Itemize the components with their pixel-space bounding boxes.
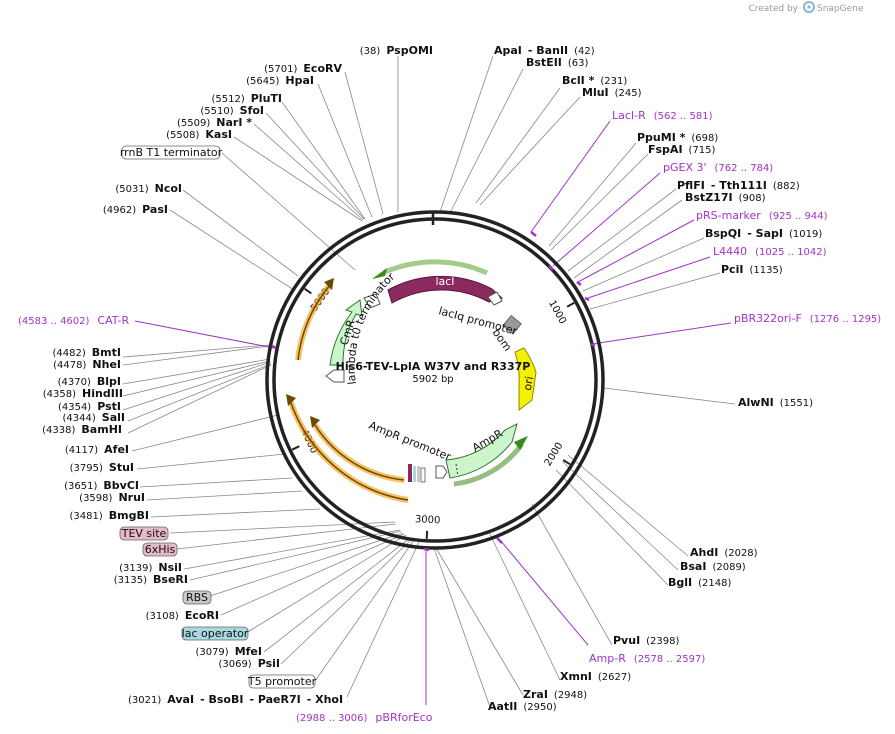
feature-box-rrnb[interactable]: rrnB T1 terminator: [120, 145, 223, 160]
enzyme-site-bgli[interactable]: BglI(2148): [668, 576, 731, 589]
primer-pgex3[interactable]: pGEX 3'(762 .. 784): [663, 161, 773, 174]
primer-marks: [271, 231, 596, 552]
enzyme-site-ecorv[interactable]: (5701)EcoRV: [264, 62, 342, 75]
enzyme-site-avai[interactable]: (3021)AvaI- BsoBI- PaeR7I- XhoI: [128, 693, 343, 706]
feature-lacI[interactable]: lacI: [372, 259, 503, 304]
tick-5000: [304, 287, 312, 295]
primer-amp-r[interactable]: Amp-R(2578 .. 2597): [589, 652, 705, 665]
tick-1000: [566, 302, 575, 308]
feature-his-tag-cluster[interactable]: [408, 464, 426, 483]
primer-pbrforeco[interactable]: (2988 .. 3006)pBRforEco: [296, 711, 433, 724]
feature-box-label-rbs: RBS: [186, 591, 208, 604]
feature-box-label-rrnb: rrnB T1 terminator: [120, 146, 223, 159]
enzyme-site-aatii[interactable]: AatII(2950): [488, 700, 557, 713]
enzyme-site-hpai[interactable]: (5645)HpaI: [246, 74, 314, 87]
enzyme-site-stui[interactable]: (3795)StuI: [70, 461, 134, 474]
plasmid-name: His6-TEV-LplA W37V and R337P: [336, 360, 531, 373]
feature-box-t5[interactable]: T5 promoter: [247, 674, 317, 689]
enzyme-site-bspqi[interactable]: BspQI- SapI(1019): [705, 227, 822, 240]
plasmid-length: 5902 bp: [412, 374, 453, 385]
enzyme-site-hindiii[interactable]: (4358)HindIII: [43, 387, 123, 400]
enzyme-site-ecori[interactable]: (3108)EcoRI: [146, 609, 219, 622]
feature-box-label-t5: T5 promoter: [247, 675, 317, 688]
enzyme-site-nhei[interactable]: (4478)NheI: [53, 358, 121, 371]
enzyme-site-bmti[interactable]: (4482)BmtI: [53, 346, 121, 359]
tick-marks: [291, 287, 575, 539]
primer-cat-r[interactable]: (4583 .. 4602)CAT-R: [18, 314, 129, 327]
tick-label-2000: 2000: [543, 441, 566, 468]
enzyme-site-ppumi[interactable]: PpuMI *(698): [637, 131, 718, 144]
tick-4000: [291, 445, 300, 451]
enzyme-site-ncoi[interactable]: (5031)NcoI: [115, 182, 182, 195]
feature-lacIq-promoter[interactable]: [487, 291, 503, 306]
credit-prefix: Created by: [748, 4, 798, 14]
enzyme-site-bseri[interactable]: (3135)BseRI: [114, 573, 188, 586]
feature-box-his[interactable]: 6xHis: [142, 542, 178, 557]
primer-pbr322ori-f[interactable]: pBR322ori-F(1276 .. 1295): [734, 312, 881, 325]
ampR-promoter-label: AmpR promoter: [367, 419, 453, 464]
enzyme-site-nari[interactable]: (5509)NarI *: [177, 116, 252, 129]
enzyme-site-ahdi[interactable]: AhdI(2028): [690, 546, 758, 559]
primer-labels: LacI-R(562 .. 581) pGEX 3'(762 .. 784) pRS…: [18, 109, 881, 724]
primer-prs-marker[interactable]: pRS-marker(925 .. 944): [696, 209, 828, 222]
enzyme-site-bbvci[interactable]: (3651)BbvCI: [64, 479, 139, 492]
feature-bom[interactable]: [502, 314, 522, 335]
enzyme-site-kasi[interactable]: (5508)KasI: [166, 128, 232, 141]
enzyme-site-sali[interactable]: (4344)SalI: [63, 411, 125, 424]
enzyme-site-mfei[interactable]: (3079)MfeI: [195, 645, 262, 658]
feature-rrnB-arrow[interactable]: [325, 369, 345, 383]
enzyme-site-xmni[interactable]: XmnI(2627): [560, 670, 631, 683]
enzyme-site-blpi[interactable]: (4370)BlpI: [58, 375, 121, 388]
lacI-label: lacI: [435, 275, 454, 288]
feature-orange-lower[interactable]: [286, 394, 409, 503]
enzyme-site-bcli[interactable]: BclI *(231): [562, 74, 627, 87]
enzyme-site-pvui[interactable]: PvuI(2398): [613, 634, 680, 647]
feature-box-lacop[interactable]: lac operator: [181, 626, 249, 641]
enzyme-site-pcii[interactable]: PciI(1135): [721, 263, 783, 276]
enzyme-site-afei[interactable]: (4117)AfeI: [65, 443, 129, 456]
credit-brand: SnapGene: [817, 4, 864, 14]
enzyme-site-nrui[interactable]: (3598)NruI: [79, 491, 145, 504]
enzyme-site-bmgbi[interactable]: (3481)BmgBI: [70, 509, 149, 522]
plasmid-backbone: [265, 210, 605, 550]
feature-box-tev[interactable]: TEV site: [119, 526, 169, 541]
enzyme-site-pspomi[interactable]: (38)PspOMI: [360, 44, 433, 57]
primer-laci-r[interactable]: LacI-R(562 .. 581): [612, 109, 713, 122]
lacIq-label: lacIq promoter: [437, 304, 519, 338]
feature-box-label-lacop: lac operator: [182, 627, 249, 640]
primer-l4440[interactable]: L4440(1025 .. 1042): [713, 245, 827, 258]
ori-label: ori: [521, 375, 536, 391]
enzyme-site-psti[interactable]: (4354)PstI: [58, 400, 121, 413]
enzyme-site-sfoi[interactable]: (5510)SfoI: [200, 104, 264, 117]
feature-ampR[interactable]: AmpR: [445, 423, 528, 487]
feature-box-label-tev: TEV site: [121, 527, 167, 540]
tick-label-1000: 1000: [546, 299, 568, 327]
primer-leader-lines: [134, 120, 732, 705]
enzyme-site-bamhi[interactable]: (4338)BamHI: [42, 423, 122, 436]
enzyme-site-psii[interactable]: (3069)PsiI: [218, 657, 280, 670]
tick-2000: [562, 459, 571, 466]
enzyme-site-zrai[interactable]: ZraI(2948): [523, 688, 587, 701]
enzyme-labels: (38)PspOMI ApaI- BanII(42)BstEII(63) BclI …: [42, 44, 822, 713]
enzyme-site-pflfi[interactable]: PflFI- Tth111I(882): [677, 179, 800, 192]
enzyme-site-apai[interactable]: ApaI- BanII(42): [494, 44, 595, 57]
feature-box-rbs[interactable]: RBS: [182, 590, 212, 605]
enzyme-site-fspai[interactable]: FspAI(715): [648, 143, 716, 156]
feature-box-label-his: 6xHis: [145, 543, 176, 556]
enzyme-site-alwni[interactable]: AlwNI(1551): [738, 396, 813, 409]
enzyme-site-pluti[interactable]: (5512)PluTI: [211, 92, 282, 105]
leader-lines: [122, 55, 736, 708]
tick-label-3000: 3000: [415, 514, 441, 526]
enzyme-site-bsai[interactable]: BsaI(2089): [680, 560, 746, 573]
enzyme-site-pasi[interactable]: (4962)PasI: [103, 203, 168, 216]
enzyme-site-nsii[interactable]: (3139)NsiI: [119, 561, 182, 574]
feature-ori[interactable]: ori: [514, 347, 537, 412]
snapgene-logo-icon: [803, 1, 815, 13]
enzyme-site-mlui[interactable]: MluI(245): [582, 86, 642, 99]
enzyme-site-bstz17i[interactable]: BstZ17I(908): [685, 191, 766, 204]
enzyme-site-bsteii[interactable]: BstEII(63): [526, 56, 589, 69]
